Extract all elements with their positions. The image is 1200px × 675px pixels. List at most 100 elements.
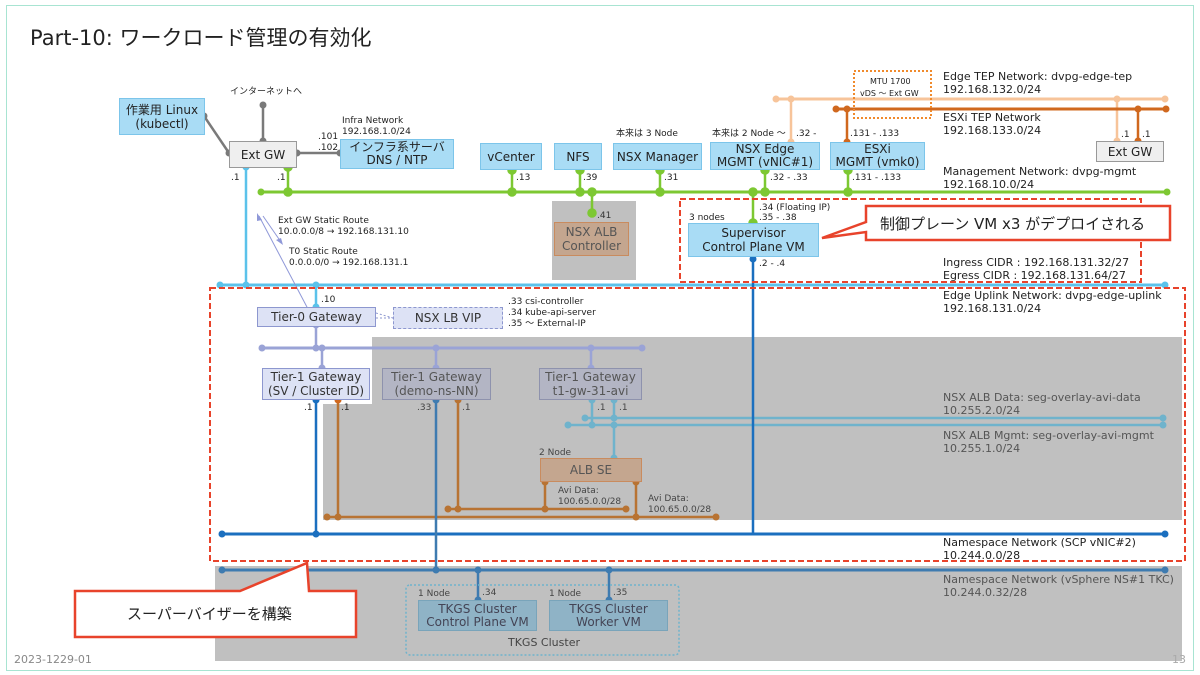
vcenter-ip: .13 (516, 173, 531, 183)
callout-control-plane-text: 制御プレーン VM x3 がデプロイされる (880, 215, 1146, 233)
ns-tkc-start (218, 566, 226, 574)
tier1-avi-ip-a: .1 (597, 403, 606, 413)
tier1-sv-ip-a: .1 (304, 403, 313, 413)
mgmt-vcenter-junction (507, 187, 517, 197)
nsx-edge-label: NSX Edge MGMT (vNIC#1) (716, 142, 814, 169)
nfs-label: NFS (566, 149, 590, 164)
ns-scp-start (218, 530, 226, 538)
ext-gw-route-title: Ext GW Static Route (278, 216, 369, 226)
edge-uplink-network-cidr: 192.168.131.0/24 (943, 302, 1042, 315)
linux-link (202, 115, 231, 154)
ns-scp-network-cidr: 10.244.0.0/28 (943, 549, 1021, 562)
alb-se-nodes: 2 Node (539, 448, 572, 458)
nsx-edge-ip: .32 - .33 (770, 173, 808, 183)
transit-end (638, 344, 646, 352)
linux-workstation-label: 作業用 Linux (kubectl) (125, 102, 199, 131)
nfs-ip: .39 (583, 173, 598, 183)
nsx-manager-label: NSX Manager (616, 149, 699, 164)
tkgs-cp-box[interactable]: TKGS Cluster Control Plane VM (418, 600, 537, 631)
uplink-start (216, 281, 224, 289)
edge-tep-end (1161, 95, 1169, 103)
overlay-region-left (323, 404, 373, 520)
vip-kube-api-server: .34 kube-api-server (508, 308, 596, 318)
ns-tkc-network-name: Namespace Network (vSphere NS#1 TKC) (943, 573, 1174, 586)
tkgs-worker-box[interactable]: TKGS Cluster Worker VM (549, 600, 668, 631)
ns-tkc-network-cidr: 10.244.0.32/28 (943, 586, 1028, 599)
uplink-extgw-junction (242, 281, 250, 289)
esxi-tep-esxi-junction (843, 105, 851, 113)
tier1-gateway-demo-box[interactable]: Tier-1 Gateway (demo-ns-NN) (382, 368, 491, 400)
edge-uplink-network-name: Edge Uplink Network: dvpg-edge-uplink (943, 289, 1162, 302)
route-arrow-t0 (258, 215, 309, 310)
nsx-lb-vip-label: NSX LB VIP (414, 311, 482, 325)
tkgs-cluster-border (405, 584, 680, 656)
ns-t1b-junction (432, 566, 440, 574)
esxi-label: ESXi MGMT (vmk0) (835, 142, 920, 169)
mgmt-supervisor-junction (748, 187, 758, 197)
infra-ip-2: .102 (318, 143, 339, 153)
vcenter-box[interactable]: vCenter (480, 143, 542, 170)
avi-t1-mgmt-junction (588, 421, 596, 429)
mgmt-nsxmgr-junction (655, 187, 665, 197)
ns-scp-network-name: Namespace Network (SCP vNIC#2) (943, 536, 1136, 549)
nsx-manager-box[interactable]: NSX Manager (613, 143, 702, 170)
supervisor-vm-box[interactable]: Supervisor Control Plane VM (688, 223, 819, 257)
egress-cidr: Egress CIDR : 192.168.131.64/27 (943, 269, 1126, 282)
ext-gw-box[interactable]: Ext GW (229, 141, 297, 168)
tier1-gateway-sv-label: Tier-1 Gateway (SV / Cluster ID) (267, 370, 365, 398)
uplink-t0-junction (312, 281, 320, 289)
infra-network-cidr: 192.168.1.0/24 (342, 127, 411, 137)
tier1-gateway-demo-label: Tier-1 Gateway (demo-ns-NN) (391, 370, 482, 398)
tkgs-cluster-label: TKGS Cluster (508, 636, 580, 649)
edge-tep-network-cidr: 192.168.132.0/24 (943, 83, 1042, 96)
tkc-namespace-region (215, 566, 1182, 661)
vcenter-label: vCenter (487, 149, 535, 164)
tier1-gateway-sv-box[interactable]: Tier-1 Gateway (SV / Cluster ID) (262, 368, 370, 400)
nsx-edge-tep-ip: .32 - (796, 129, 817, 139)
slide-frame (6, 5, 1194, 671)
ext-gw-mgmt-ip: .1 (277, 173, 286, 183)
nsx-edge-box[interactable]: NSX Edge MGMT (vNIC#1) (710, 142, 820, 170)
ext-gw-route: 10.0.0.0/8 → 192.168.131.10 (278, 227, 409, 237)
alb-mgmt-network-name: NSX ALB Mgmt: seg-overlay-avi-mgmt (943, 429, 1154, 442)
linux-workstation-box[interactable]: 作業用 Linux (kubectl) (119, 98, 205, 135)
transit-t0-junction (312, 344, 320, 352)
ingress-cidr: Ingress CIDR : 192.168.131.32/27 (943, 256, 1130, 269)
vip-csi-controller: .33 csi-controller (508, 297, 584, 307)
callout-supervisor-shape (73, 561, 358, 639)
alb-data-end (1159, 414, 1167, 422)
tier1-gateway-avi-box[interactable]: Tier-1 Gateway t1-gw-31-avi (539, 368, 642, 400)
alb-controller-ip: .41 (597, 211, 612, 221)
tkgs-worker-label: TKGS Cluster Worker VM (569, 601, 648, 629)
tkgs-worker-ip: .35 (613, 588, 628, 598)
nsx-lb-vip-box[interactable]: NSX LB VIP (393, 307, 503, 329)
right-ext-gw-label: Ext GW (1107, 144, 1153, 159)
avi-data-c-end (712, 513, 720, 521)
mgmt-start (257, 188, 265, 196)
alb-mgmt-network-cidr: 10.255.1.0/24 (943, 442, 1021, 455)
supervisor-mgmt-ip1: .34 (Floating IP) (759, 203, 831, 213)
tier0-gateway-box[interactable]: Tier-0 Gateway (257, 307, 376, 327)
avi-data-label-1: Avi Data: 100.65.0.0/28 (558, 486, 622, 507)
esxi-ip: .131 - .133 (852, 173, 902, 183)
tkgs-cp-ip: .34 (482, 588, 497, 598)
transit-t1c-j (587, 344, 595, 352)
right-ext-gw-box[interactable]: Ext GW (1096, 141, 1164, 162)
transit-t1a-j (318, 344, 326, 352)
t0-vip-link (375, 312, 394, 319)
internet-label: インターネットへ (230, 87, 303, 97)
alb-controller-box[interactable]: NSX ALB Controller (554, 222, 629, 256)
mgmt-nfs-junction (575, 187, 585, 197)
edge-tep-gw-junction (1113, 95, 1121, 103)
ns-scp-end (1161, 530, 1169, 538)
avi-data-a-start (323, 513, 331, 521)
callout-control-plane-shape (821, 204, 1172, 242)
nfs-box[interactable]: NFS (554, 143, 602, 170)
alb-se-box[interactable]: ALB SE (540, 458, 642, 482)
mgmt-alb-endpoint (587, 208, 597, 218)
esxi-box[interactable]: ESXi MGMT (vmk0) (830, 142, 925, 170)
vip-external-ip: .35 ～ External-IP (508, 319, 586, 329)
infra-server-box[interactable]: インフラ系サーバ DNS / NTP (340, 139, 454, 169)
alb-se-mgmt-junction (610, 421, 618, 429)
